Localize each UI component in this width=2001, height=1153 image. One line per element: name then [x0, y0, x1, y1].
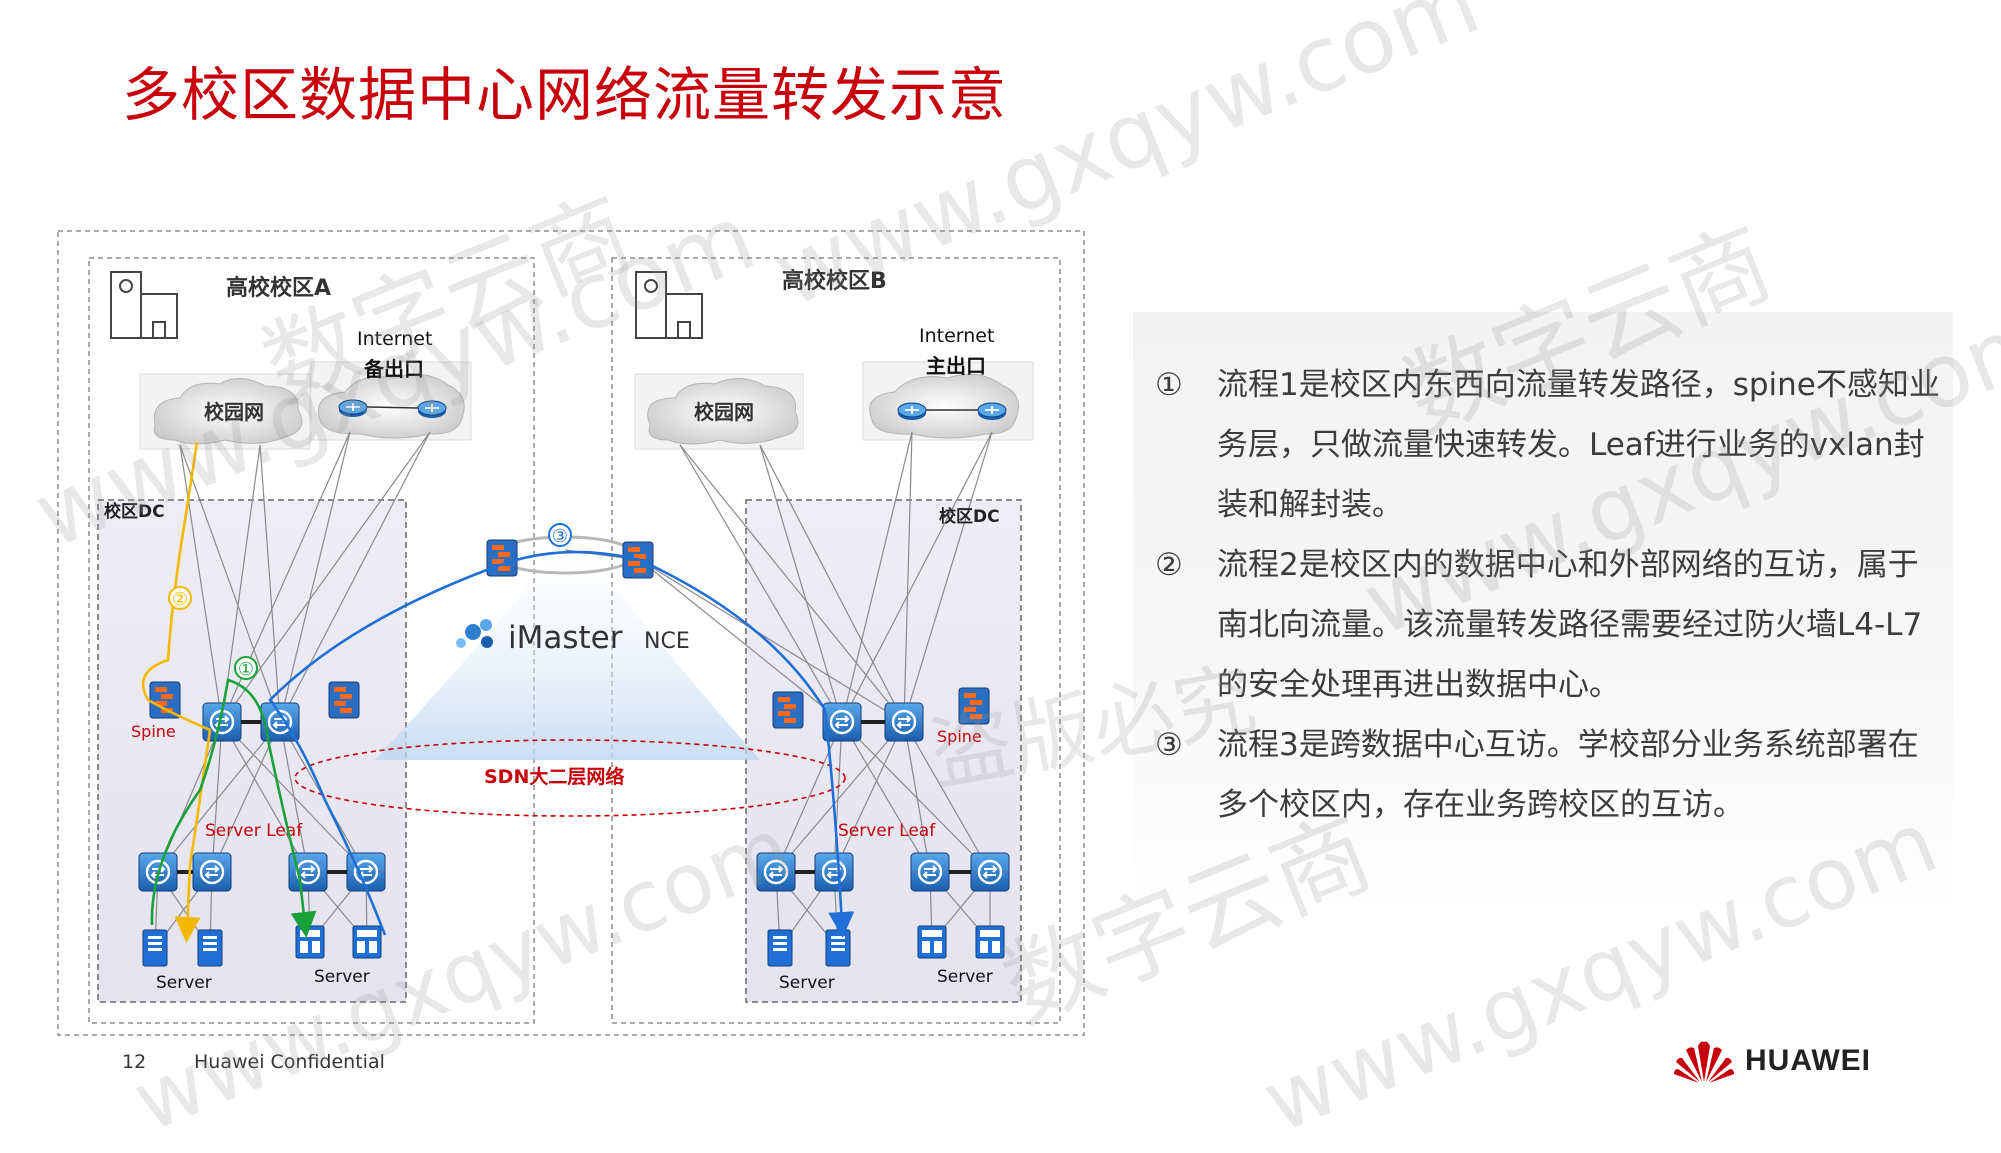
server-a-right-label: Server [314, 967, 370, 987]
campus-a-net: 校园网 [204, 400, 264, 424]
spine-a-label: Spine [131, 722, 176, 741]
leaf-a-label: Server Leaf [205, 821, 303, 841]
network-diagram: 高校校区A 高校校区B 校园网 Internet 备出口 校园网 Interne… [57, 230, 1085, 1036]
dc-b-label: 校区DC [939, 506, 1000, 527]
spine-b-label: Spine [937, 727, 982, 746]
confidential-label: Huawei Confidential [194, 1051, 385, 1073]
huawei-logo-icon [1674, 1041, 1734, 1083]
page-number: 12 [122, 1051, 147, 1073]
explanation-num-3: ③ [1155, 727, 1183, 763]
campus-b-net: 校园网 [694, 400, 754, 424]
explanation-text-2: 流程2是校区内的数据中心和外部网络的互访，属于南北向流量。该流量转发路径需要经过… [1217, 547, 1923, 703]
campus-a-title: 高校校区A [226, 275, 331, 301]
explanation-num-2: ② [1155, 547, 1183, 583]
explanation-panel [1133, 312, 1953, 912]
explanation-text-3: 流程3是跨数据中心互访。学校部分业务系统部署在多个校区内，存在业务跨校区的互访。 [1217, 727, 1919, 823]
explanation-item-1: ① 流程1是校区内东西向流量转发路径，spine不感知业务层，只做流量快速转发。… [1155, 355, 1945, 535]
slide-title: 多校区数据中心网络流量转发示意 [122, 61, 1008, 129]
flow1-marker: ① [238, 659, 254, 680]
server-b-right-label: Server [937, 967, 993, 987]
explanation-item-2: ② 流程2是校区内的数据中心和外部网络的互访，属于南北向流量。该流量转发路径需要… [1155, 535, 1945, 715]
explanation-list: ① 流程1是校区内东西向流量转发路径，spine不感知业务层，只做流量快速转发。… [1155, 355, 1945, 835]
campus-b-title: 高校校区B [782, 268, 887, 294]
explanation-num-1: ① [1155, 367, 1183, 403]
explanation-item-3: ③ 流程3是跨数据中心互访。学校部分业务系统部署在多个校区内，存在业务跨校区的互… [1155, 715, 1945, 835]
server-a-left-label: Server [156, 973, 212, 993]
campus-b-internet: Internet [919, 325, 994, 347]
campus-a-internet: Internet [357, 328, 432, 350]
brand-name: HUAWEI [1745, 1044, 1871, 1077]
nce-name: iMaster [508, 620, 623, 656]
campus-a-exit: 备出口 [363, 357, 424, 381]
explanation-text-1: 流程1是校区内东西向流量转发路径，spine不感知业务层，只做流量快速转发。Le… [1217, 367, 1940, 523]
leaf-b-label: Server Leaf [838, 821, 936, 841]
nce-logo-icon [456, 619, 493, 648]
sdn-label: SDN大二层网络 [484, 765, 624, 788]
nce-suffix: NCE [644, 629, 690, 654]
flow2-marker: ② [172, 589, 188, 610]
server-b-left-label: Server [779, 973, 835, 993]
campus-b-exit: 主出口 [926, 354, 986, 378]
flow3-marker: ③ [552, 526, 568, 547]
dc-a-label: 校区DC [104, 501, 165, 522]
